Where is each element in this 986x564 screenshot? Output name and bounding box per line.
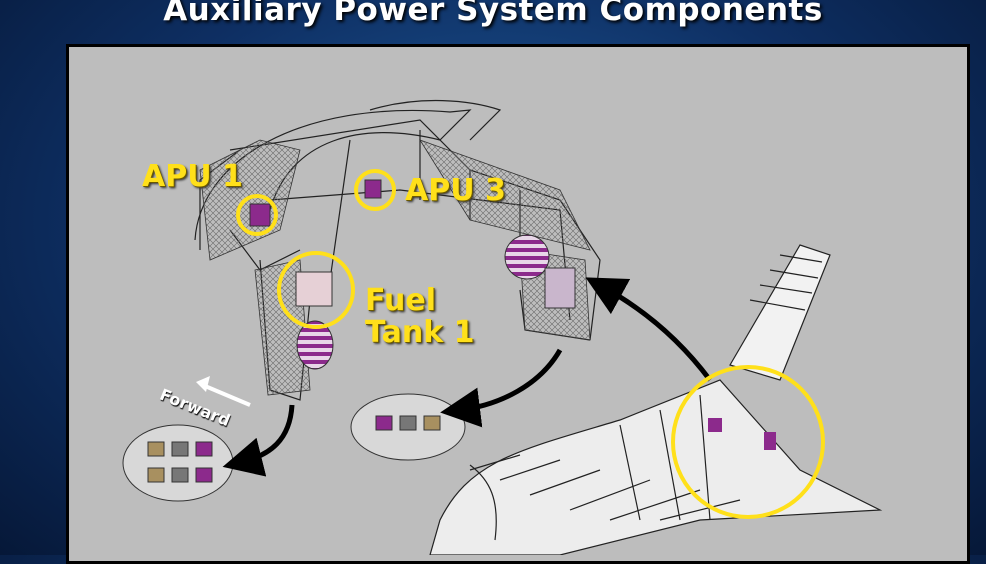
apu3-label: APU 3 [405, 173, 506, 208]
orbiter-tank-marker [764, 432, 776, 450]
fuel-tank-2 [296, 320, 334, 370]
arrow-from-orbiter [585, 277, 712, 382]
forward-arrow [196, 376, 251, 407]
apu1-label: APU 1 [142, 159, 243, 194]
tail-outline [369, 99, 502, 141]
arrow-to-left-panel [222, 404, 295, 477]
fuel-tank-label-line2: Tank 1 [365, 315, 475, 350]
apu1-callout [236, 194, 278, 236]
orbiter-aft-callout [671, 365, 825, 519]
apu3-tank [544, 267, 576, 309]
fuel-tank-label-line1: Fuel [365, 283, 436, 318]
fuel-tank-callout [277, 251, 355, 329]
orbiter-apu-marker [708, 418, 722, 432]
fuel-tank-3 [504, 234, 550, 280]
arrow-to-center-panel [440, 348, 563, 428]
apu3-callout [354, 169, 396, 211]
apu3-unit [364, 179, 382, 199]
apu-control-panel-left [122, 424, 234, 502]
apu-control-panel-center [350, 393, 466, 461]
orbiter [429, 244, 883, 555]
fuel-tank-1 [295, 271, 333, 307]
apu1-unit [249, 203, 271, 227]
slide-title: Auxiliary Power System Components [163, 0, 823, 28]
